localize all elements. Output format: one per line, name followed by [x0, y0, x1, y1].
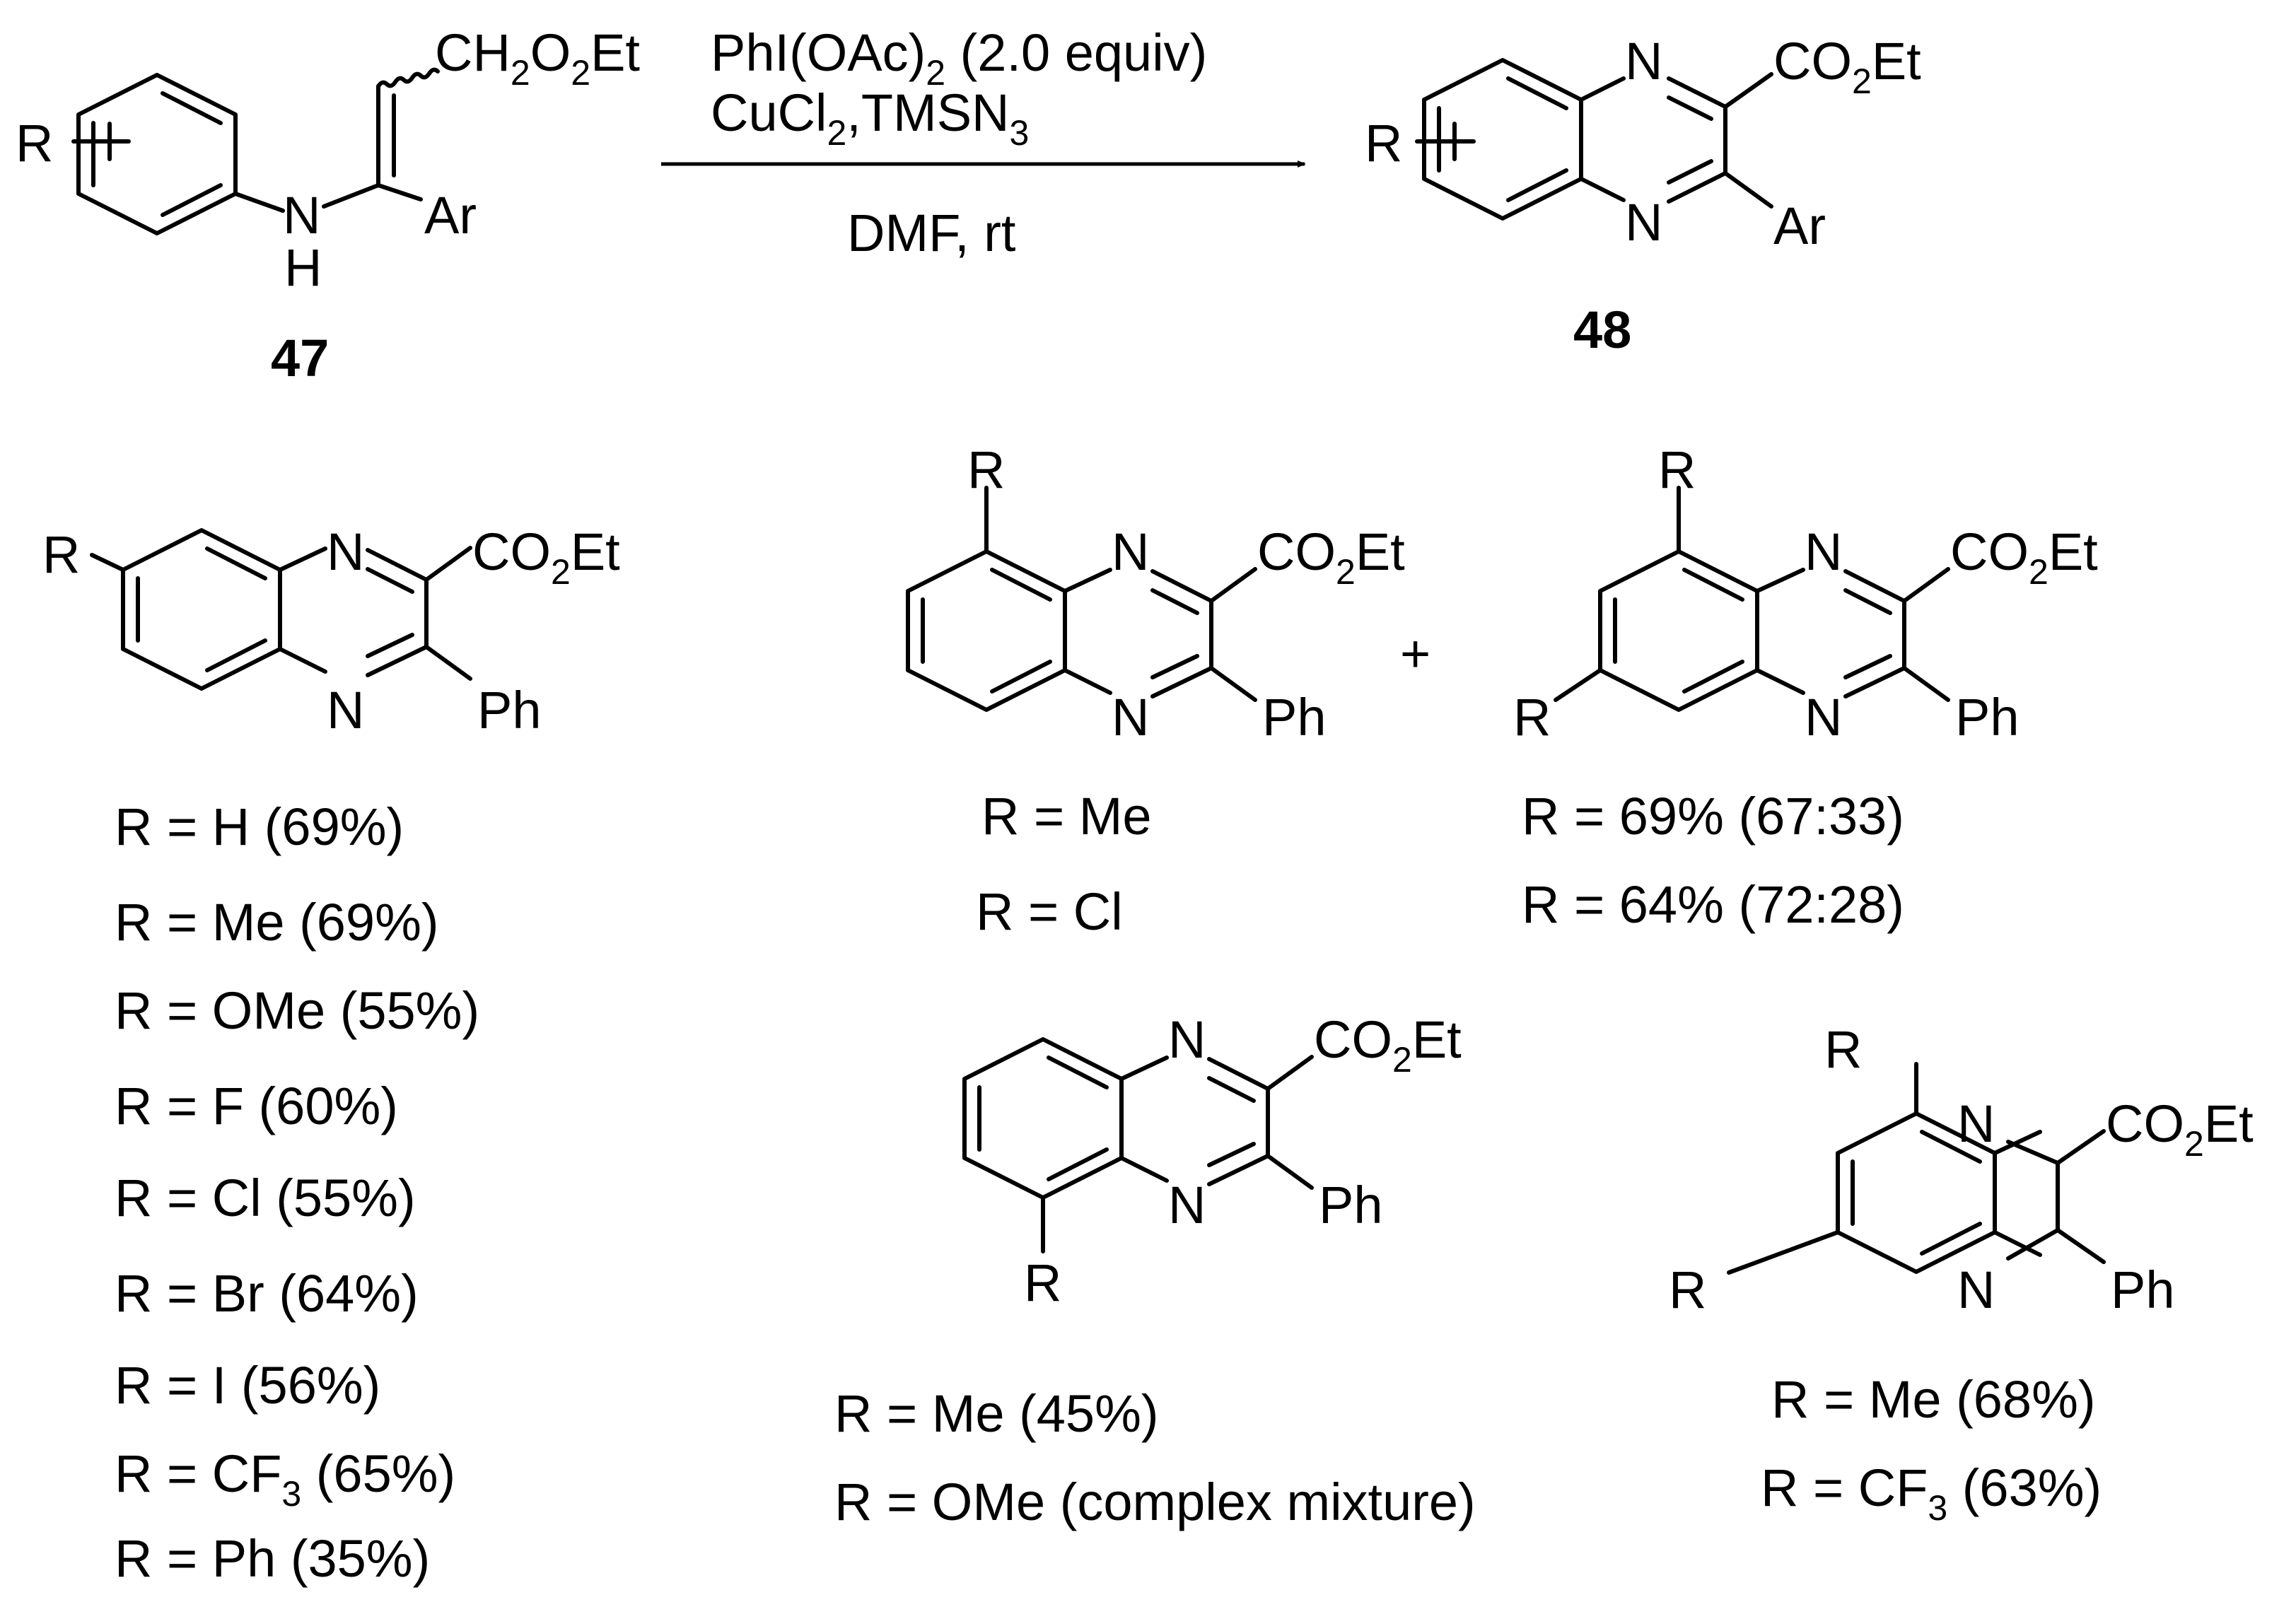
ester-label-a: CO2Et — [472, 522, 620, 592]
n2-label-c: N — [1805, 688, 1842, 747]
compound-number-47: 47 — [271, 329, 329, 387]
ester-label-b: CO2Et — [1257, 522, 1405, 592]
reactant-ester-label: CH2O2Et — [435, 23, 640, 93]
scope-entry-f: R = F (60%) — [115, 1077, 398, 1135]
product-n1-label: N — [1625, 32, 1662, 90]
reactant-n-label: N — [283, 186, 320, 245]
mixture-yield-cl: R = 64% (72:28) — [1522, 875, 1904, 934]
scope-entry-h: R = H (69%) — [115, 797, 404, 856]
mixture-r-me: R = Me — [981, 787, 1152, 846]
scope-57-cf3: R = CF3 (63%) — [1761, 1458, 2102, 1528]
condition-solvent: DMF, rt — [847, 204, 1016, 262]
ph-label-e: Ph — [2111, 1261, 2175, 1319]
scope-entry-ome: R = OMe (55%) — [115, 981, 479, 1040]
product-n2-label: N — [1625, 193, 1662, 252]
scope-list-6-substituted: R = H (69%) R = Me (69%) R = OMe (55%) R… — [115, 797, 479, 1588]
product-ester-label: CO2Et — [1773, 32, 1921, 101]
scope-5-ome: R = OMe (complex mixture) — [834, 1473, 1476, 1531]
product-ar-label: Ar — [1773, 197, 1826, 255]
compound-number-48: 48 — [1573, 300, 1631, 359]
n1-label-c: N — [1805, 522, 1842, 581]
scope-entry-me: R = Me (69%) — [115, 893, 439, 952]
r5-label-e: R — [1824, 1020, 1862, 1079]
scope-entry-ph: R = Ph (35%) — [115, 1529, 430, 1588]
r5-label-c: R — [1658, 440, 1696, 499]
scope-5-me: R = Me (45%) — [834, 1384, 1159, 1443]
reactant-47: R N H Ar CH2O2Et 47 — [16, 23, 640, 387]
n1-label-b: N — [1112, 522, 1149, 581]
product-r-label: R — [1365, 114, 1402, 173]
condition-oxidant: PhI(OAc)2 (2.0 equiv) — [711, 23, 1207, 93]
n1-label-e: N — [1957, 1094, 1995, 1153]
mixture-yield-me: R = 69% (67:33) — [1522, 787, 1904, 846]
reactant-ar-label: Ar — [424, 186, 477, 245]
ester-label-c: CO2Et — [1950, 522, 2098, 592]
condition-reagents: CuCl2,TMSN3 — [711, 83, 1029, 153]
n2-label-d: N — [1168, 1176, 1206, 1234]
quinoxaline-5-7-disubstituted-bottom: R R N N CO2Et Ph — [1669, 1020, 2254, 1319]
ph-label-d: Ph — [1319, 1176, 1383, 1234]
scope-entry-cl: R = Cl (55%) — [115, 1169, 416, 1227]
scope-entry-cf3: R = CF3 (65%) — [115, 1444, 455, 1514]
r7-label-c: R — [1513, 688, 1551, 747]
n1-label-a: N — [327, 522, 364, 581]
product-48: R N N CO2Et Ar 48 — [1365, 32, 1921, 359]
n2-label-a: N — [327, 681, 364, 739]
mixture-r-cl: R = Cl — [976, 882, 1123, 941]
r7-label-e: R — [1669, 1261, 1706, 1319]
quinoxaline-5-substituted-bottom: R N N CO2Et Ph — [962, 1010, 1462, 1312]
ester-label-e: CO2Et — [2106, 1094, 2254, 1164]
n2-label-b: N — [1112, 688, 1149, 747]
ph-label-b: Ph — [1262, 688, 1327, 747]
reactant-r-label: R — [16, 114, 53, 173]
scope-57-me: R = Me (68%) — [1771, 1370, 2096, 1429]
quinoxaline-6-substituted: R N N CO2Et Ph — [42, 522, 620, 739]
n1-label-d: N — [1168, 1010, 1206, 1069]
r-label-b: R — [967, 440, 1005, 499]
r-label-d: R — [1024, 1253, 1061, 1312]
scope-entry-i: R = I (56%) — [115, 1356, 380, 1415]
quinoxaline-5-substituted: R N N CO2Et Ph — [906, 440, 1405, 747]
quinoxaline-5-7-disubstituted-top: R R N N CO2Et Ph — [1513, 440, 2098, 747]
n2-label-e: N — [1957, 1261, 1995, 1319]
ph-label-a: Ph — [477, 681, 542, 739]
plus-sign: + — [1400, 624, 1430, 683]
ester-label-d: CO2Et — [1314, 1010, 1462, 1080]
reactant-h-label: H — [284, 238, 322, 297]
ph-label-c: Ph — [1955, 688, 2020, 747]
r-label-a: R — [42, 525, 80, 584]
scope-entry-br: R = Br (64%) — [115, 1264, 419, 1323]
